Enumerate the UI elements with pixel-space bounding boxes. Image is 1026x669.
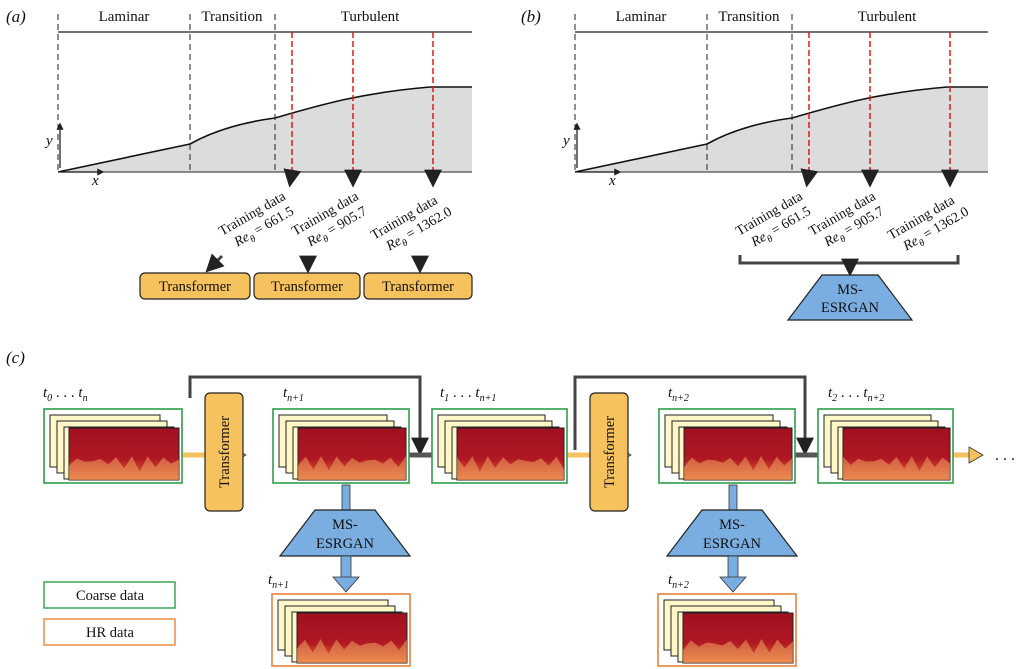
frame-label-4: tn+2 (668, 385, 689, 404)
frame-label-2: tn+1 (283, 385, 304, 404)
panel-a: (a) Laminar Transition Turbulent y x Tra… (6, 7, 473, 300)
hr-label-1: tn+1 (268, 572, 289, 591)
panel-b: (b) Laminar Transition Turbulent y x Tra… (521, 7, 988, 321)
flow-texture (69, 456, 179, 480)
transformer-box-c1 (204, 392, 244, 512)
training-label-a1: Training data Reθ = 661.5 (217, 189, 297, 251)
frame-label-1: t0 . . . tn (43, 385, 88, 404)
legend-hr-label: HR data (86, 625, 134, 641)
frame-stacks (43, 408, 954, 667)
hr-stack-1 (271, 593, 411, 667)
coarse-stack-3 (431, 408, 568, 484)
flow-arrowhead-3 (968, 446, 984, 464)
coarse-stack-2 (272, 408, 410, 484)
esrgan-line1: MS- (837, 282, 863, 298)
esrgan-line2: ESRGAN (821, 300, 880, 316)
coarse-stack-5 (817, 408, 954, 484)
data-arrow-1 (800, 168, 819, 188)
boundary-layer-curve (574, 86, 988, 173)
legend-coarse-label: Coarse data (76, 588, 145, 604)
training-label-a2: Training data Reθ = 905.7 (290, 189, 370, 251)
training-label-b1: Training data Reθ = 661.5 (734, 189, 814, 251)
boundary-layer-curve (57, 86, 472, 173)
frame-label-3: t1 . . . tn+1 (440, 385, 496, 404)
esrgan-trapezoid (786, 274, 914, 321)
laminar-label: Laminar (616, 9, 667, 25)
down-arrow-stem-3 (728, 484, 738, 511)
esrgan-trapezoid-c1 (278, 509, 412, 557)
transition-label: Transition (718, 9, 780, 25)
down-arrowhead-2 (719, 576, 747, 593)
laminar-label: Laminar (99, 9, 150, 25)
y-axis-label: y (561, 133, 570, 149)
transformer-label-1: Transformer (159, 279, 231, 295)
hr-label-2: tn+2 (668, 572, 689, 591)
down-arrow-stem-1 (341, 484, 351, 511)
transformer-box-1 (139, 272, 251, 300)
flow-texture (457, 456, 564, 480)
flow-texture (684, 456, 792, 480)
transformer-label-c1: Transformer (217, 416, 233, 488)
frame-label-5: t2 . . . tn+2 (828, 385, 884, 404)
turbulent-label: Turbulent (341, 9, 400, 25)
training-label-b2: Training data Reθ = 905.7 (807, 189, 887, 251)
down-arrow-stem-2 (340, 555, 352, 579)
esrgan-c2-line2: ESRGAN (703, 536, 762, 552)
ellipsis: . . . (995, 447, 1015, 464)
y-axis-label: y (44, 133, 53, 149)
coarse-stack-4 (658, 408, 796, 484)
transformer-label-2: Transformer (271, 279, 343, 295)
panel-c-label: (c) (6, 348, 25, 367)
x-axis-label: x (608, 173, 616, 189)
panel-c: (c) . . . Transformer Transformer MS- ES… (6, 348, 1015, 667)
esrgan-c2-line1: MS- (719, 517, 745, 533)
flow-texture (683, 639, 793, 663)
merge-bracket (738, 255, 960, 265)
feedback-path-1 (188, 375, 422, 447)
flow-texture (298, 456, 406, 480)
transformer-box-3 (363, 272, 473, 300)
legend-coarse-box (43, 581, 176, 609)
training-label-a3: Training data Reθ = 1362.0 (369, 193, 455, 255)
legend-hr-box (43, 618, 176, 646)
transformer-label-3: Transformer (382, 279, 454, 295)
flow-texture (297, 639, 407, 663)
transition-label: Transition (201, 9, 263, 25)
flow-texture (843, 456, 950, 480)
coarse-stack-1 (43, 408, 183, 484)
data-arrow-1 (283, 168, 302, 188)
esrgan-trapezoid-c2 (665, 509, 799, 557)
feedback-path-2 (573, 375, 807, 450)
esrgan-c1-line2: ESRGAN (316, 536, 375, 552)
turbulent-label: Turbulent (858, 9, 917, 25)
transformer-box-c2 (589, 392, 629, 512)
hr-stack-2 (657, 593, 797, 667)
down-arrow-stem-4 (727, 555, 739, 579)
panel-b-label: (b) (521, 7, 541, 26)
panel-a-label: (a) (6, 7, 26, 26)
esrgan-c1-line1: MS- (332, 517, 358, 533)
training-label-b3: Training data Reθ = 1362.0 (886, 193, 972, 255)
transformer-box-2 (253, 272, 361, 300)
down-arrowhead-1 (332, 576, 360, 593)
x-axis-label: x (91, 173, 99, 189)
to-transformer-arrow-1 (205, 253, 225, 273)
transformer-label-c2: Transformer (602, 416, 618, 488)
